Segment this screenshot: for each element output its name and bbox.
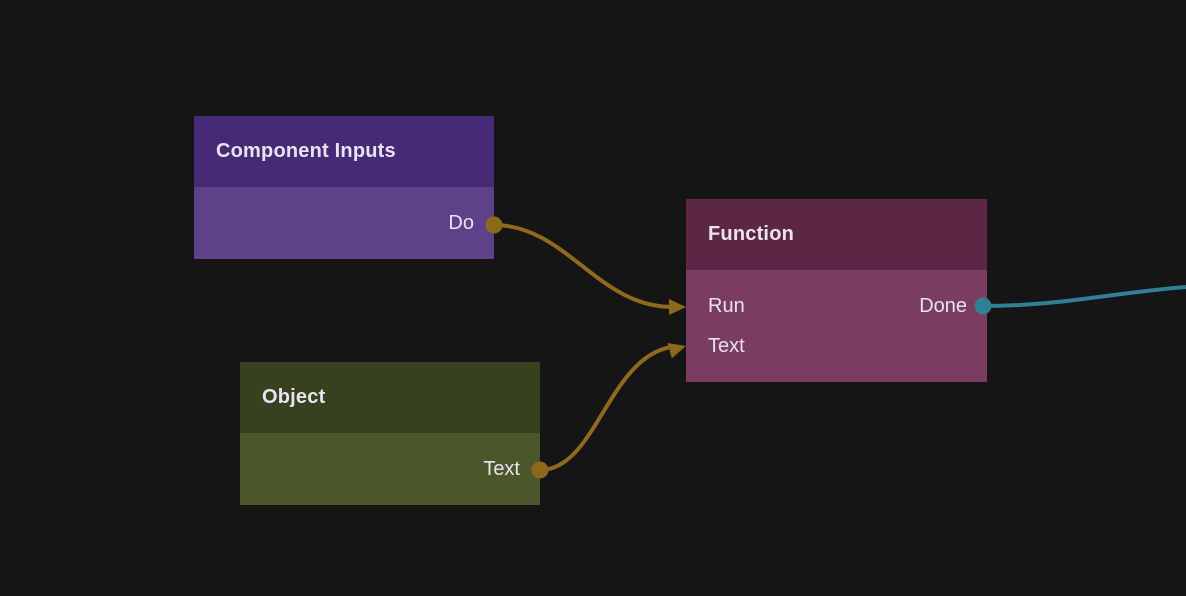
node-component-inputs-header[interactable]: Component Inputs (194, 116, 494, 187)
node-component-inputs-body: Do (194, 187, 494, 259)
node-component-inputs-title: Component Inputs (216, 140, 396, 162)
node-component-inputs[interactable]: Component Inputs Do (194, 116, 494, 259)
node-function[interactable]: Function Run Done Text (686, 199, 987, 382)
input-port-label-run: Run (708, 294, 745, 317)
node-function-body: Run Done Text (686, 270, 987, 382)
port-row: Do (194, 212, 494, 235)
wire-text-to-text[interactable] (539, 345, 672, 472)
node-function-header[interactable]: Function (686, 199, 987, 270)
node-object-title: Object (262, 386, 326, 408)
output-port-label-done: Done (919, 294, 967, 317)
wire-done-out[interactable] (983, 285, 1186, 308)
input-port-label-text: Text (708, 334, 745, 357)
port-row: Text (240, 458, 540, 481)
port-row: Run Done (686, 286, 987, 326)
node-object-body: Text (240, 433, 540, 505)
wire-do-to-run[interactable] (493, 223, 673, 309)
node-object-header[interactable]: Object (240, 362, 540, 433)
input-port-run-arrow[interactable] (669, 299, 686, 315)
output-port-label-text: Text (483, 457, 520, 480)
port-row: Text (686, 326, 987, 366)
node-function-title: Function (708, 223, 795, 245)
output-port-label-do: Do (448, 211, 474, 234)
node-object[interactable]: Object Text (240, 362, 540, 505)
